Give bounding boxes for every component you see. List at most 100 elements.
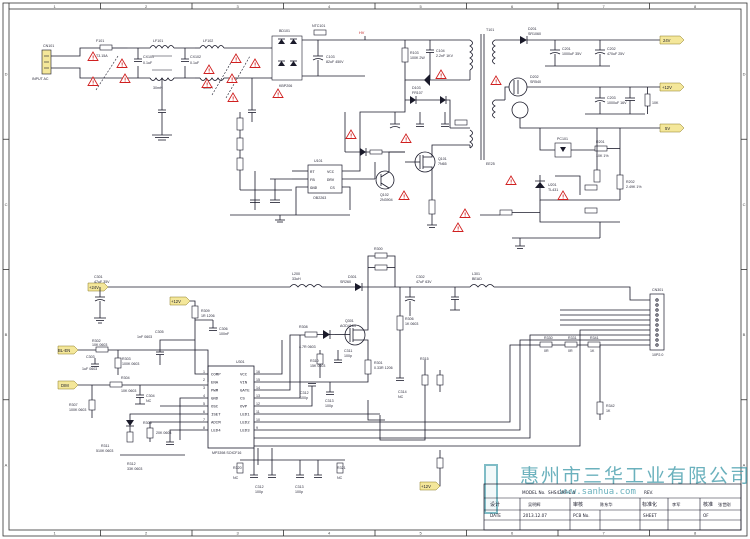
connector-pin-6 bbox=[655, 323, 659, 327]
title-model-label: MODEL No. bbox=[522, 490, 545, 495]
led-ic-pin-cs: CS bbox=[240, 397, 245, 401]
c313b-value: 100p bbox=[295, 490, 303, 494]
bridge-diode-1 bbox=[278, 39, 285, 44]
rail-resistor-label: 10K bbox=[652, 101, 659, 105]
l301-ref: L301 bbox=[472, 272, 480, 276]
c201-ref: C201 bbox=[562, 47, 571, 51]
led-ic-pin-num-l8: 8 bbox=[203, 426, 205, 430]
c303-ref: C303 bbox=[86, 355, 95, 359]
primary-switch: Q102 2N3904 Q101 7N65 bbox=[344, 96, 471, 228]
connector-pin-7 bbox=[655, 328, 659, 332]
connector-pin-3 bbox=[655, 308, 659, 312]
led-ic-pin-num-l2: 2 bbox=[203, 378, 205, 382]
q101-ref: Q101 bbox=[438, 157, 447, 161]
grid-col-6-top: 6 bbox=[511, 4, 514, 9]
led-ic-pin-led2: LED2 bbox=[240, 421, 250, 425]
led-ic-pin-gnd: GND bbox=[211, 397, 219, 401]
r320-value: NC bbox=[233, 476, 239, 480]
r201-value: 10K 1% bbox=[596, 154, 609, 158]
led-channel-lines: R330 R331 R341 0R 0R 1K R342 1K bbox=[254, 309, 650, 447]
title-sheet-label: SHEET bbox=[643, 513, 657, 518]
net-label-bl-en: BL-EN bbox=[58, 348, 70, 353]
d201-value: SR1060 bbox=[528, 32, 541, 36]
led-ic-part: MP3398 SOICF16 bbox=[212, 451, 241, 455]
svg-text:!: ! bbox=[440, 74, 442, 80]
net-label-5v-right: 5V bbox=[665, 126, 670, 131]
r311-value: 510K 0603 bbox=[96, 449, 113, 453]
grid-col-4-bot: 4 bbox=[328, 531, 331, 536]
title-pcb-label: PCB No. bbox=[573, 513, 590, 518]
net-label-dim: DIM bbox=[61, 383, 69, 388]
svg-text:!: ! bbox=[403, 195, 405, 201]
led-ic-pin-num-l1: 1 bbox=[203, 370, 205, 374]
grid-row-D-l: D bbox=[5, 72, 8, 77]
c302-value: 47uF 63V bbox=[416, 280, 432, 284]
title-block: MODEL No. SHS42RF-1.0 REV. 设计 吴明辉 审核 陈东华… bbox=[483, 483, 742, 531]
cbulk-value: 82uF 450V bbox=[326, 60, 344, 64]
led-ic-body bbox=[207, 365, 255, 449]
title-of-label: OF bbox=[703, 513, 709, 518]
grid-col-1-bot: 1 bbox=[54, 531, 57, 536]
c201-value: 1000uF 35V bbox=[562, 52, 582, 56]
led-ic-pin-num-l7: 7 bbox=[203, 418, 205, 422]
r321-value: NC bbox=[337, 476, 343, 480]
led-ic-pin-ena: ENA bbox=[211, 381, 219, 385]
net-label-24v-left: +24V bbox=[89, 285, 99, 290]
led-ic-pin-num-r7: 10 bbox=[256, 418, 260, 422]
r321-ref: R321 bbox=[337, 466, 346, 470]
led-ic-pin-ovp: OVP bbox=[240, 405, 248, 409]
grid-col-7-top: 7 bbox=[603, 4, 606, 9]
title-check-label: 审核 bbox=[573, 501, 583, 508]
q301-value: AOD4184 bbox=[340, 324, 356, 328]
warning-icon: ! bbox=[249, 58, 261, 69]
led-ic-pin-osc: OSC bbox=[211, 405, 219, 409]
input-connector: CN101 INPUT AC bbox=[32, 44, 54, 81]
r307-value: 100K 0603 bbox=[69, 408, 86, 412]
r202-value: 2.49K 1% bbox=[626, 185, 642, 189]
connector-pin-2 bbox=[655, 303, 659, 307]
title-drawn-label: 设计 bbox=[490, 501, 500, 508]
svg-text:!: ! bbox=[350, 134, 352, 140]
c312b-value: 100p bbox=[255, 490, 263, 494]
warning-icon: ! bbox=[230, 53, 242, 64]
net-hv: HV bbox=[359, 31, 365, 35]
cx1-value: 0.1uF bbox=[143, 61, 153, 65]
transformer-ref: T101 bbox=[486, 28, 494, 32]
c104-ref: C104 bbox=[436, 49, 445, 53]
c312b-ref: C312 bbox=[255, 485, 264, 489]
c314-ref: C314 bbox=[398, 390, 407, 394]
lf1-value: 30mH bbox=[153, 86, 163, 90]
svg-text:!: ! bbox=[254, 63, 256, 69]
warning-icon: ! bbox=[119, 73, 131, 84]
led-ic-pin-iset: ISET bbox=[211, 413, 221, 417]
output-connector: CN301 10P2.0 bbox=[649, 288, 665, 357]
grid-col-5-bot: 5 bbox=[420, 531, 423, 536]
cx2-value: 0.1uF bbox=[190, 61, 200, 65]
ac-input-wiring: F101 T3.15A CX101 0.1uF LF101 30mH CX102… bbox=[51, 39, 270, 141]
transformer-value: EE25 bbox=[486, 162, 495, 166]
led-ic-pin-num-r8: 9 bbox=[256, 426, 258, 430]
c304-ref: C304 bbox=[146, 394, 155, 398]
input-connector-label: INPUT AC bbox=[32, 77, 49, 81]
warning-icon: ! bbox=[505, 175, 517, 186]
lf1-ref: LF101 bbox=[153, 39, 163, 43]
pwm-pin-vcc: VCC bbox=[327, 171, 335, 175]
watermark-url: www.sanhua.com bbox=[560, 487, 636, 497]
grid-col-1-top: 1 bbox=[54, 4, 57, 9]
c202-value: 470uF 25V bbox=[607, 52, 625, 56]
feedback-loop: PC101 R201 10K 1% R202 2.49K 1% U201 TL4… bbox=[480, 128, 642, 249]
d202-ref: D202 bbox=[530, 75, 539, 79]
warning-icon: ! bbox=[398, 190, 410, 201]
r301-ref: R301 bbox=[374, 361, 383, 365]
connector-pin-9 bbox=[655, 338, 659, 342]
r309-value: 1R 1206 bbox=[201, 314, 215, 318]
pwm-pin-drv: DRV bbox=[327, 179, 335, 183]
c303-value: 1uF 0603 bbox=[82, 367, 97, 371]
svg-text:!: ! bbox=[235, 58, 237, 64]
r103-ref: R103 bbox=[410, 51, 419, 55]
svg-text:!: ! bbox=[277, 93, 279, 99]
r305-value: 20K 0603 bbox=[156, 431, 171, 435]
bridge-value: KBP206 bbox=[279, 84, 292, 88]
bias-resistor-2 bbox=[236, 137, 244, 151]
